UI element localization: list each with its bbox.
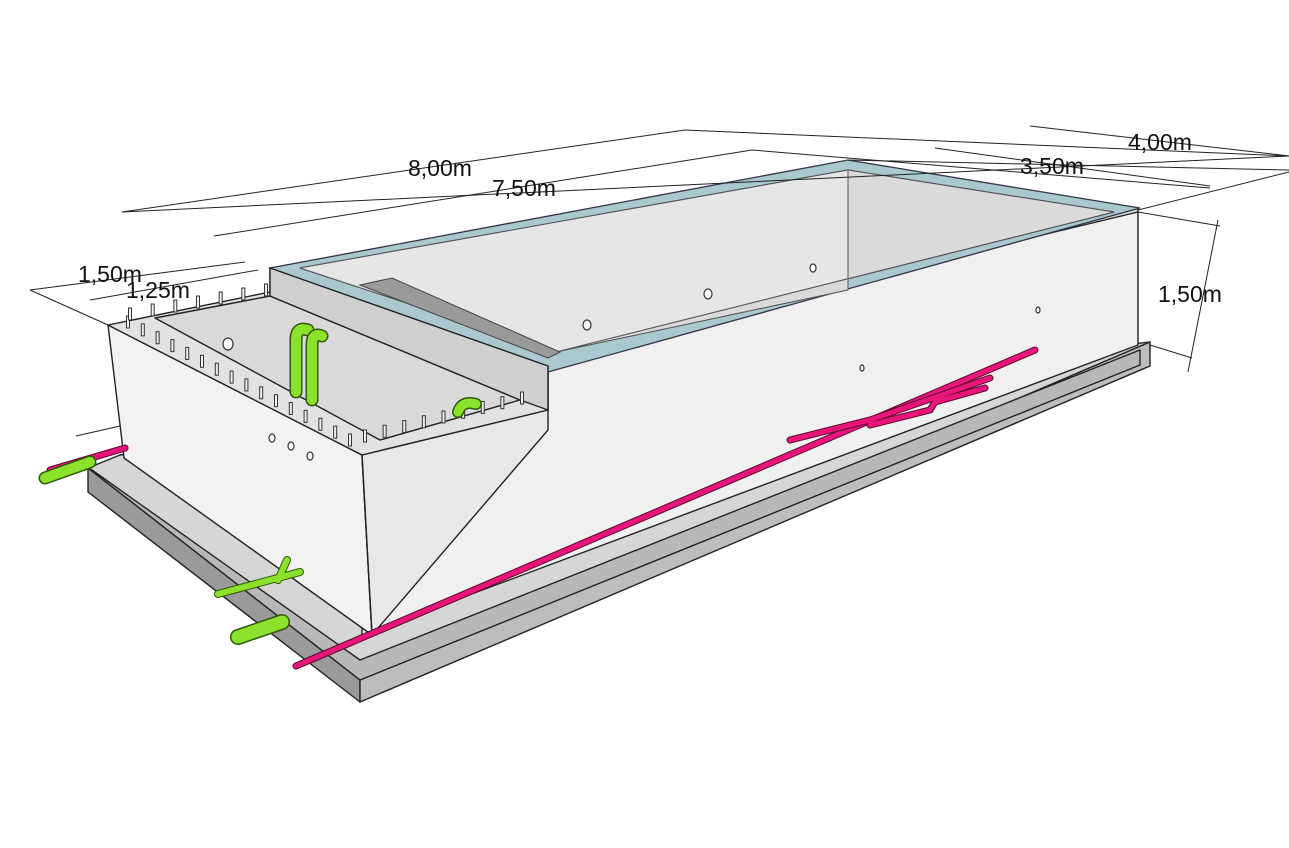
rebar-post	[218, 291, 223, 305]
hole	[582, 319, 592, 331]
rebar-post	[264, 283, 268, 297]
pipe-green-elbow-fill	[453, 398, 481, 417]
rebar-post	[128, 307, 132, 321]
rebar-post	[200, 354, 204, 368]
rebar-post	[185, 346, 190, 360]
rebar-post	[382, 424, 387, 438]
green-pipes	[38, 322, 482, 645]
rebar-post	[318, 417, 323, 431]
dim-tick	[1137, 171, 1289, 211]
rebar-posts	[126, 283, 524, 447]
pipe-green-bottom-fill	[231, 615, 289, 644]
rebar-post	[500, 396, 505, 410]
dim-tick	[75, 425, 121, 437]
rebar-post	[173, 299, 178, 313]
dim-line-overall-length-seg	[121, 129, 686, 213]
label-overall-width: 4,00m	[1128, 129, 1192, 155]
dim-tick	[29, 289, 109, 326]
pipe-green-branch-fill	[215, 557, 303, 597]
dim-tick	[1029, 125, 1289, 157]
hole	[703, 288, 713, 300]
balance-tank	[107, 267, 549, 636]
rebar-post	[155, 331, 160, 345]
dim-line-pool-length	[213, 149, 753, 237]
label-pool-width: 3,50m	[1020, 153, 1084, 179]
hole	[222, 337, 234, 351]
tank-inner-partition	[269, 267, 549, 411]
rebar-post	[480, 401, 485, 414]
pipe-green-left-fill	[40, 457, 95, 483]
rebar-post	[229, 370, 234, 384]
rebar-post	[421, 415, 426, 429]
rebar-post	[441, 410, 446, 424]
rebar-post	[274, 394, 278, 408]
rebar-post	[348, 433, 352, 447]
dim-tick	[1149, 344, 1193, 359]
pool-step-ledge	[358, 277, 562, 359]
label-pool-length: 7,50m	[492, 175, 556, 201]
dim-line-pool-width	[934, 147, 1211, 187]
hole	[268, 433, 276, 443]
rebar-post	[170, 339, 175, 353]
rebar-post	[303, 409, 308, 423]
rebar-post	[402, 420, 407, 433]
hole	[287, 441, 295, 451]
dim-line-tank-inner	[89, 269, 259, 301]
rebar-post	[259, 386, 264, 400]
dim-line-overall-width	[847, 159, 1289, 171]
rebar-post	[363, 429, 367, 443]
hole	[809, 263, 817, 273]
dim-tick	[684, 129, 1289, 157]
label-height: 1,50m	[1158, 281, 1222, 307]
pipe-green-vertical-2-fill	[307, 330, 327, 405]
pipe-green-vertical-1-fill	[291, 324, 313, 397]
pipe-magenta-loop-fill	[787, 375, 993, 443]
dim-line-tank-outer	[29, 261, 246, 291]
tank-front-edge	[361, 454, 373, 636]
dimension-lines	[29, 125, 1289, 437]
dim-tick	[751, 149, 1211, 189]
rebar-post	[140, 323, 145, 337]
dim-line-height	[1187, 219, 1219, 373]
rebar-post	[241, 287, 246, 301]
wall-holes	[222, 263, 1041, 461]
hole	[1035, 306, 1041, 314]
hole	[306, 451, 314, 461]
rebar-post	[244, 378, 249, 392]
rebar-post	[150, 303, 155, 317]
dim-tick	[1137, 211, 1221, 227]
label-overall-length: 8,00m	[408, 155, 472, 181]
label-tank-inner-width: 1,25m	[126, 277, 190, 303]
hole	[859, 364, 865, 372]
label-tank-outer-width: 1,50m	[78, 261, 142, 287]
rebar-post	[214, 362, 219, 376]
rebar-post	[520, 391, 524, 405]
rebar-post	[196, 295, 200, 309]
dimension-labels: 8,00m 7,50m 4,00m 3,50m 1,50m 1,50m 1,25…	[78, 129, 1222, 307]
rebar-post	[333, 425, 338, 439]
rebar-post	[288, 402, 293, 416]
